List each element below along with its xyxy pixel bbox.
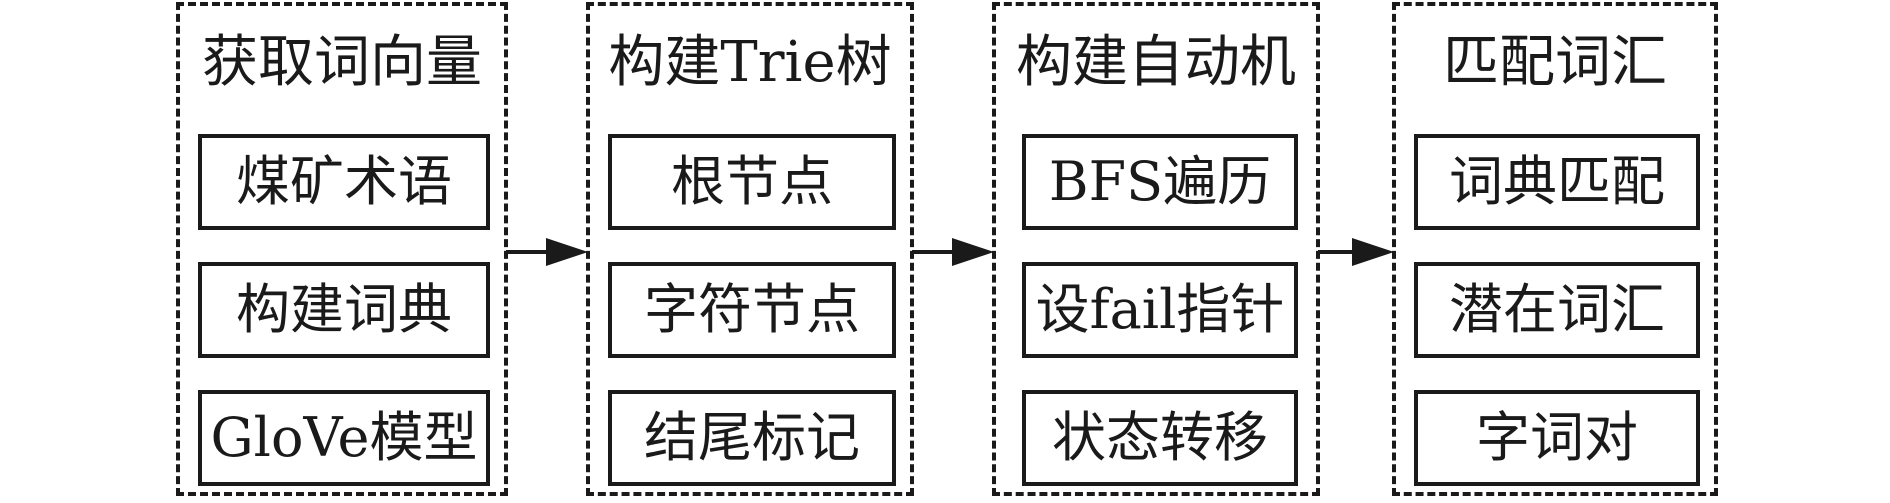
stage-box-build-trie: 构建Trie树 根节点 字符节点 结尾标记 — [586, 2, 914, 496]
step-box: 设fail指针 — [1022, 262, 1298, 358]
arrow-stage-2-to-3 — [912, 238, 994, 266]
stage-title: 匹配词汇 — [1443, 30, 1667, 95]
stage-box-get-word-vectors: 获取词向量 煤矿术语 构建词典 GloVe模型 — [176, 2, 508, 496]
step-box: 状态转移 — [1022, 390, 1298, 486]
step-box: 字符节点 — [608, 262, 896, 358]
step-box: 根节点 — [608, 134, 896, 230]
step-box: 煤矿术语 — [198, 134, 490, 230]
step-box: 词典匹配 — [1414, 134, 1700, 230]
stage-title: 构建自动机 — [1016, 30, 1296, 95]
stage-box-match-vocabulary: 匹配词汇 词典匹配 潜在词汇 字词对 — [1392, 2, 1718, 496]
step-box: GloVe模型 — [198, 390, 490, 486]
step-box: 字词对 — [1414, 390, 1700, 486]
arrow-stage-3-to-4 — [1318, 238, 1394, 266]
stage-title: 构建Trie树 — [608, 30, 892, 95]
stage-title: 获取词向量 — [202, 30, 482, 95]
step-box: 结尾标记 — [608, 390, 896, 486]
step-box: BFS遍历 — [1022, 134, 1298, 230]
step-box: 构建词典 — [198, 262, 490, 358]
step-box: 潜在词汇 — [1414, 262, 1700, 358]
stage-box-build-automaton: 构建自动机 BFS遍历 设fail指针 状态转移 — [992, 2, 1320, 496]
arrow-stage-1-to-2 — [506, 238, 588, 266]
